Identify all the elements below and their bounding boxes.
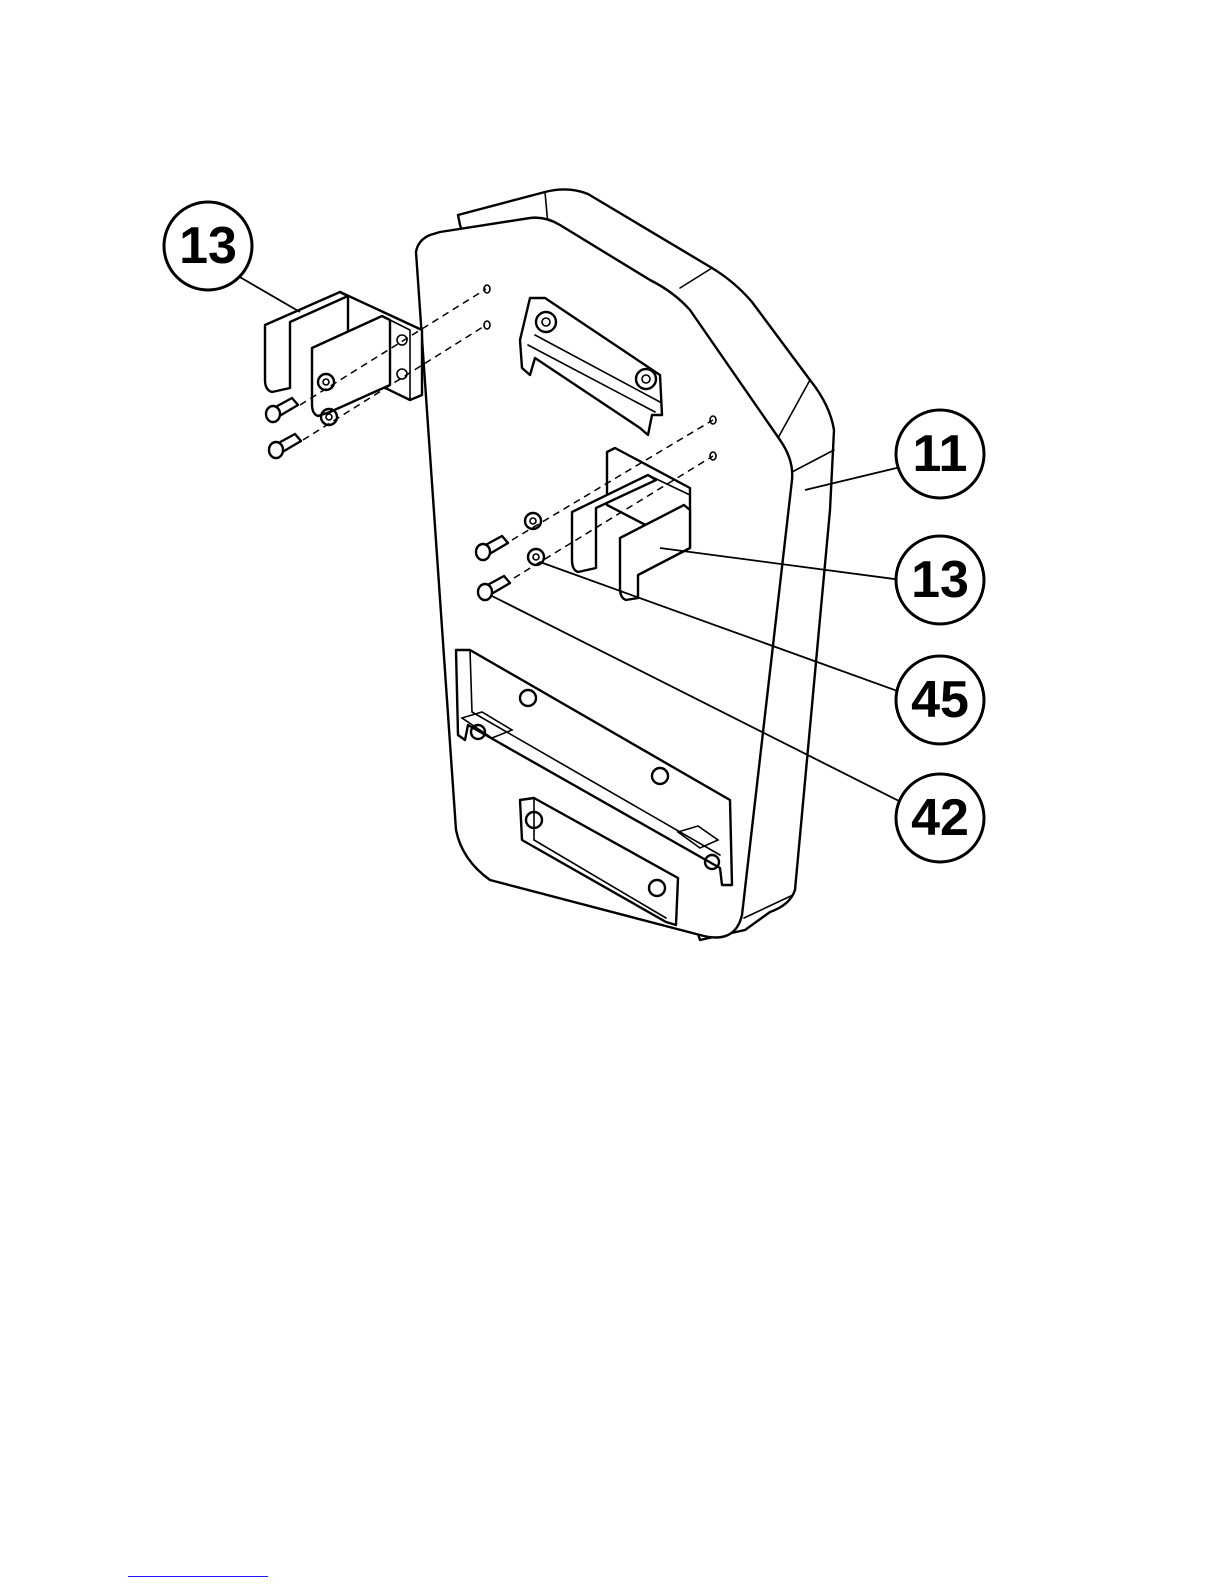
callout-label: 13	[179, 217, 237, 275]
exploded-screw-2-head	[269, 442, 283, 458]
callout-label: 42	[911, 789, 969, 847]
mounted-screw-2-head	[478, 584, 492, 600]
callout-label: 45	[911, 671, 969, 729]
callout-label: 11	[913, 425, 968, 483]
callout-balloon-13-right: 13	[896, 536, 984, 624]
exploded-screw-1-head	[266, 406, 280, 422]
callout-balloon-42: 42	[896, 774, 984, 862]
callout-label: 13	[911, 551, 969, 609]
exploded-bracket-front-leg	[312, 316, 390, 416]
leader-13-top	[238, 276, 300, 312]
footer-rule	[128, 1576, 268, 1577]
callout-balloon-11: 11	[896, 410, 984, 498]
callout-balloon-13-top: 13	[164, 202, 252, 290]
callout-balloon-45: 45	[896, 656, 984, 744]
exploded-washer-2-core	[326, 414, 332, 420]
mounted-screw-1-head	[476, 544, 490, 560]
